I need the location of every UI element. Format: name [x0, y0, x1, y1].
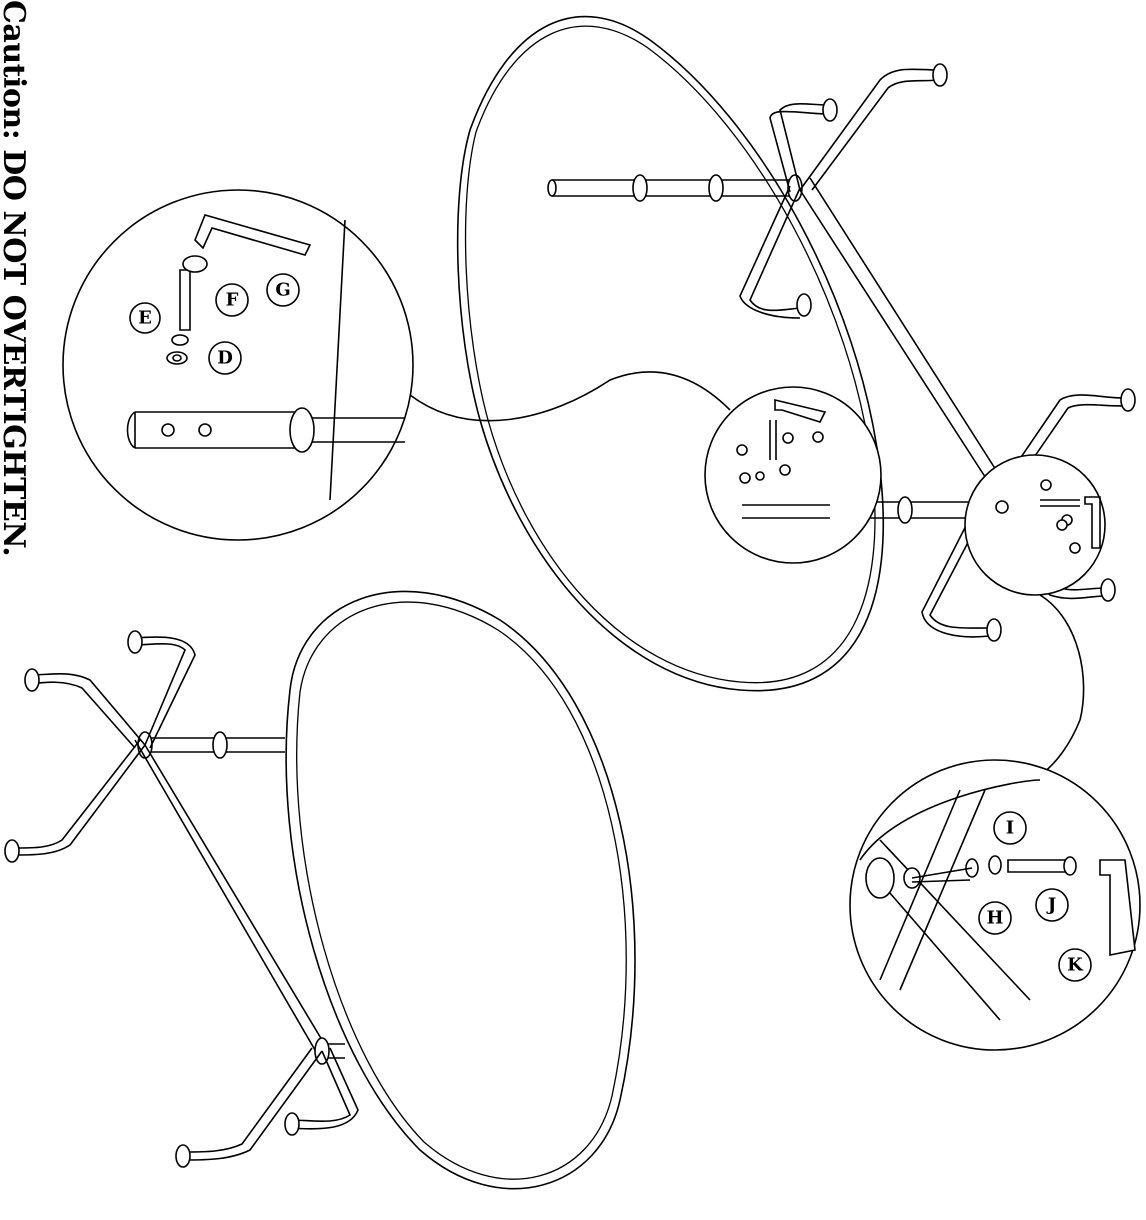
lower-table-top: [285, 590, 636, 1190]
callout-F: F: [226, 290, 239, 311]
upper-table-top-edge: [464, 25, 876, 684]
callout-E: E: [138, 308, 152, 329]
connector-upper: [409, 371, 731, 422]
upper-leg-2: [799, 68, 939, 191]
callout-G: G: [275, 280, 290, 301]
callout-D: D: [217, 348, 233, 369]
right-large-zoom: I H J K: [849, 759, 1141, 1051]
callout-I: I: [1006, 818, 1014, 839]
caution-text: Caution: DO NOT OVERTIGHTEN.: [0, 0, 31, 556]
upper-leg-4: [739, 185, 801, 319]
upper-leg-1: [799, 177, 1011, 501]
callout-J: J: [1046, 895, 1057, 916]
callout-K: K: [1067, 955, 1084, 976]
upper-large-zoom: E F G D: [62, 189, 414, 541]
upper-small-zoom: [704, 386, 882, 564]
upper-table: [456, 15, 1011, 692]
right-small-zoom: [964, 454, 1106, 596]
callout-H: H: [986, 908, 1003, 929]
lower-table: [4, 590, 636, 1190]
upper-leg-3: [769, 102, 829, 193]
connector-right: [1039, 594, 1085, 776]
upper-table-top: [456, 15, 885, 692]
